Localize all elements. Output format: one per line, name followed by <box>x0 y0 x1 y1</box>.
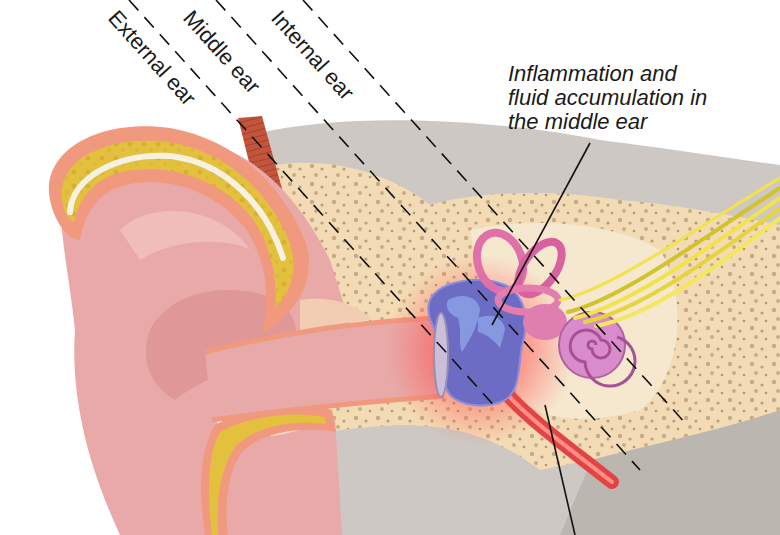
region-label: Internal ear <box>266 6 358 105</box>
eustachian-tube <box>505 392 612 482</box>
helix-fat <box>62 141 294 308</box>
antihelix <box>120 211 250 260</box>
nerve-fiber <box>575 198 780 318</box>
eustachian-tube-lumen <box>505 392 612 482</box>
ossicle <box>478 316 505 348</box>
nerve-fiber <box>560 178 780 300</box>
lobe-fat <box>209 414 326 535</box>
lobe-cut-skin <box>201 405 336 535</box>
leader-line <box>545 405 575 535</box>
cochlea-spiral <box>570 330 635 386</box>
boundary-line <box>129 0 498 410</box>
helix-cartilage <box>70 156 283 258</box>
tragus <box>300 299 372 330</box>
middle-ear-fluid <box>428 280 525 405</box>
vestibulocochlear-nerve <box>560 178 780 326</box>
leader-line <box>492 143 590 325</box>
helix-fat-texture <box>62 141 294 308</box>
eardrum <box>434 313 448 397</box>
callout-label: Inflammation and fluid accumulation in t… <box>508 62 718 135</box>
nerve-fiber <box>585 208 780 322</box>
ossicle <box>447 296 480 352</box>
